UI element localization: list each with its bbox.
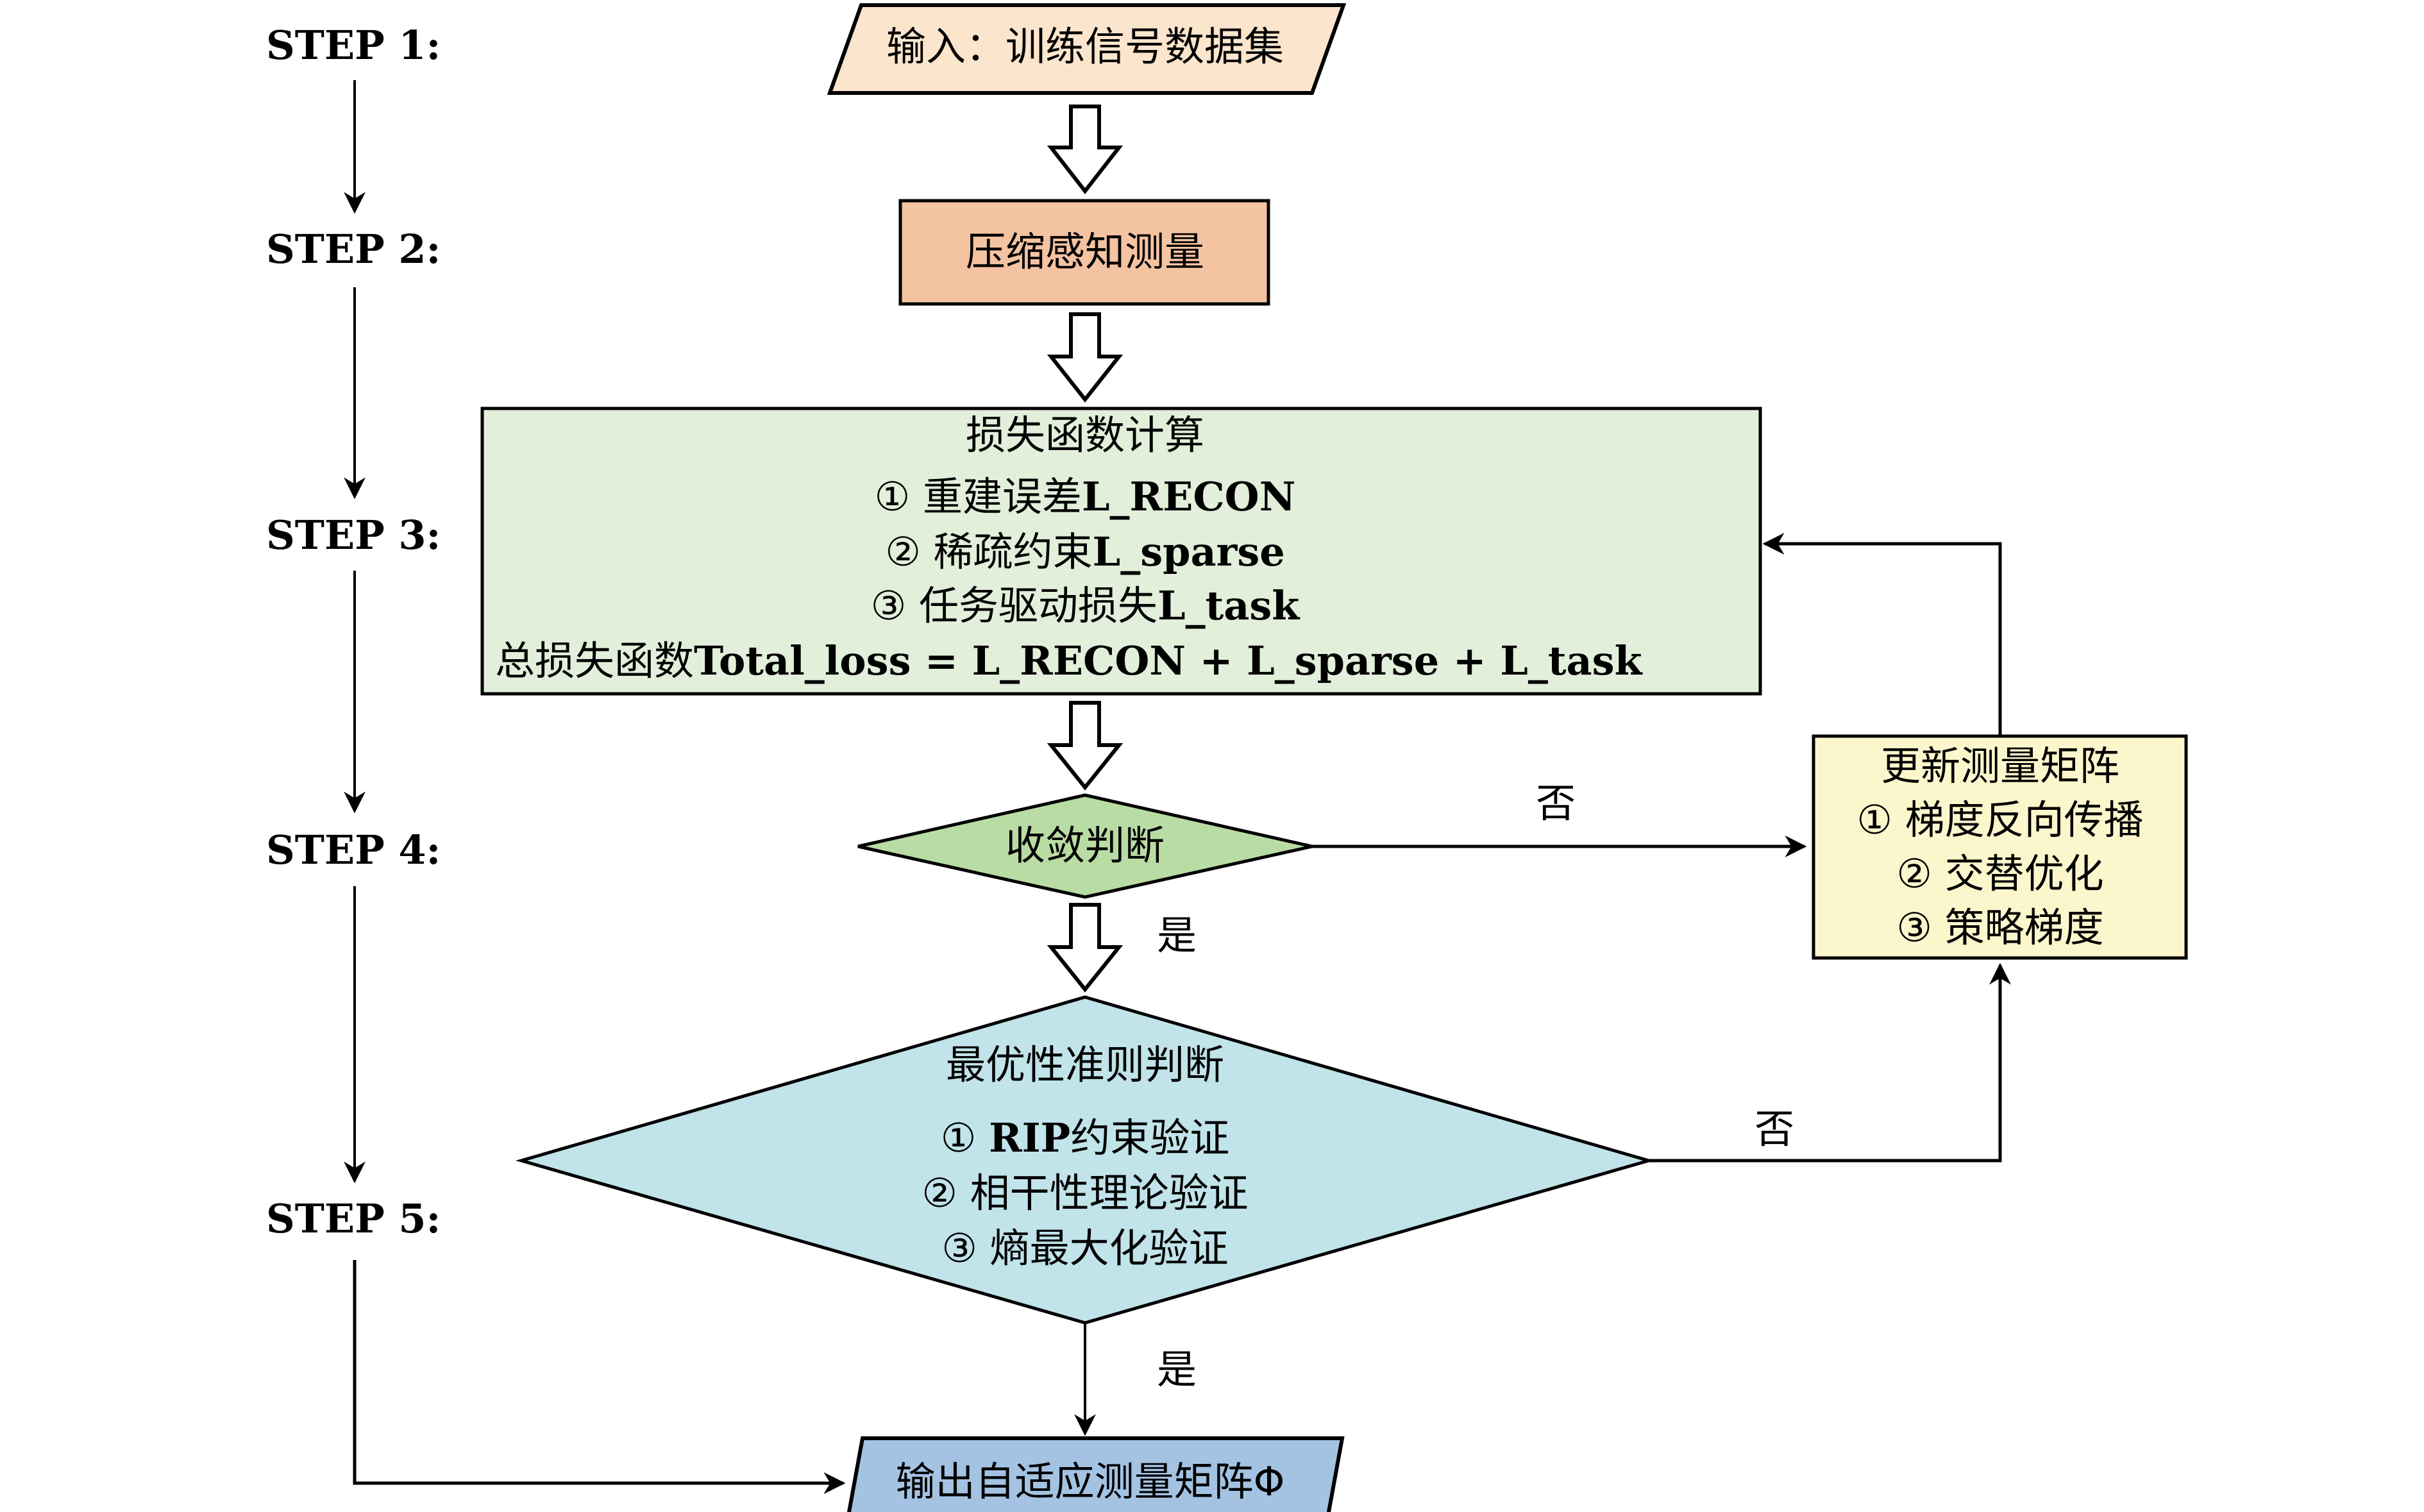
optimality-no-label: 否 [1754,1105,1795,1152]
loss-item-term: L_sparse [1092,528,1285,575]
circled-number: ③ [870,582,907,629]
output-node[interactable]: 输出自适应测量矩阵Φ [896,1462,1285,1502]
loss-item-term: L_RECON [1081,473,1296,520]
loss-item-term: L_task [1157,582,1300,629]
circled-number: ① [874,473,911,520]
step-label-4: STEP 4: [266,827,441,873]
circled-number: ② [1896,850,1932,897]
loss-item-1: ① 重建误差L_RECON [875,477,1296,517]
loss-item-3: ③ 任务驱动损失L_task [871,586,1300,626]
convergence-node[interactable]: 收敛判断 [1005,822,1165,869]
block-arrow-input-to-compress [1047,105,1124,194]
optimality-item-3: ③ 熵最大化验证 [941,1229,1228,1268]
loss-total-formula: Total_loss = L_RECON + L_sparse + L_task [694,637,1642,684]
convergence-node-shape [857,793,1313,899]
step-label-2: STEP 2: [266,226,441,273]
compress-node-shape [898,199,1270,306]
optimality-item-2: ② 相干性理论验证 [922,1173,1248,1213]
optimality-yes-label: 是 [1156,1346,1197,1393]
circled-number: ② [885,528,921,575]
optimality-item-bold: RIP [989,1114,1071,1161]
edge-update-to-loss [1762,533,2002,736]
edge-optimality-no [1649,962,2011,1163]
step-label-3: STEP 3: [266,512,441,559]
optimality-item-label: 熵最大化验证 [989,1225,1229,1272]
block-arrow-compress-to-loss [1047,312,1124,403]
circled-number: ① [1856,796,1892,843]
circled-number: ② [922,1170,957,1216]
convergence-no-label: 否 [1535,780,1576,827]
loss-item-label: 任务驱动损失 [919,582,1158,629]
step-label-5: STEP 5: [266,1195,441,1242]
circled-number: ① [940,1114,977,1161]
output-node-shape [846,1436,1345,1512]
loss-item-2: ② 稀疏约束L_sparse [885,532,1284,572]
update-item-2: ② 交替优化 [1896,854,2103,894]
input-node[interactable]: 输入：训练信号数据集 [886,23,1284,70]
update-item-label: 交替优化 [1944,850,2104,897]
loss-item-label: 重建误差 [922,473,1082,520]
loss-total: 总损失函数Total_loss = L_RECON + L_sparse + L… [495,641,1642,681]
update-title: 更新测量矩阵 [1880,743,2120,789]
step-label-1: STEP 1: [266,22,441,69]
update-item-1: ① 梯度反向传播 [1856,800,2143,840]
compress-node[interactable]: 压缩感知测量 [965,228,1205,275]
circled-number: ③ [941,1225,977,1272]
loss-node-shape [480,407,1762,696]
input-node-shape [827,3,1347,95]
update-item-label: 策略梯度 [1944,904,2104,951]
convergence-yes-label: 是 [1156,912,1197,959]
optimality-item-1: ① RIP约束验证 [941,1118,1229,1158]
loss-total-label: 总损失函数 [495,637,694,684]
loss-title: 损失函数计算 [965,412,1205,458]
optimality-item-label: 约束验证 [1070,1114,1230,1161]
loss-item-label: 稀疏约束 [933,528,1093,575]
step-arrow-5-output [353,1260,846,1494]
optimality-title: 最优性准则判断 [945,1041,1225,1088]
update-item-3: ③ 策略梯度 [1896,908,2103,948]
update-node-shape [1812,734,2188,960]
circled-number: ③ [1896,904,1932,951]
optimality-item-label: 相干性理论验证 [970,1170,1249,1216]
block-arrow-loss-to-convergence [1047,701,1124,791]
update-item-label: 梯度反向传播 [1905,796,2144,843]
block-arrow-convergence-yes [1047,903,1124,993]
output-node-label: 输出自适应测量矩阵Φ [895,1458,1285,1505]
